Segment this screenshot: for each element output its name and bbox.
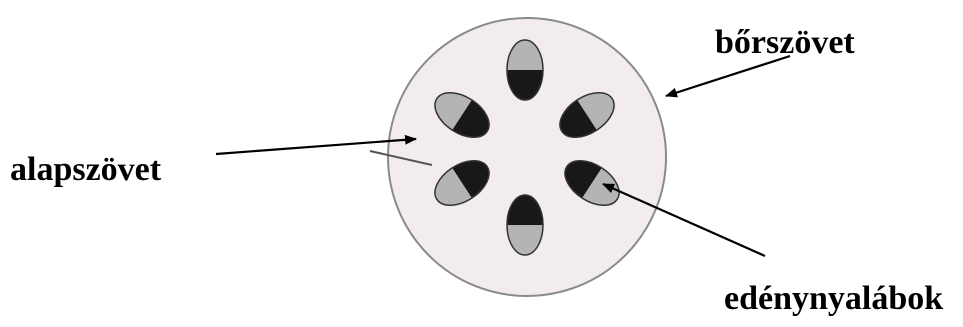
arrow-to-ground-tissue xyxy=(216,139,416,154)
label-epidermis: bőrszövet xyxy=(715,26,855,60)
arrow-to-epidermis xyxy=(666,56,790,96)
label-ground-tissue: alapszövet xyxy=(10,153,161,187)
label-vascular-bundles: edénynyalábok xyxy=(724,282,943,316)
